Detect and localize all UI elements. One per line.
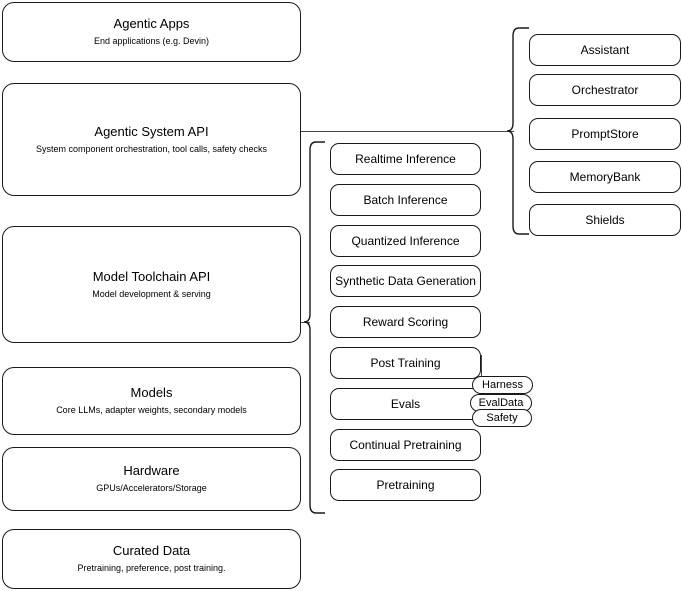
toolchain-component-label: Synthetic Data Generation xyxy=(335,273,476,288)
stack-layer-hardware[interactable]: Hardware GPUs/Accelerators/Storage xyxy=(2,447,301,511)
toolchain-component-label: Batch Inference xyxy=(363,192,448,207)
system-component-shields[interactable]: Shields xyxy=(529,204,681,236)
toolchain-component-evals[interactable]: Evals xyxy=(330,388,481,420)
eval-pill-harness[interactable]: Harness xyxy=(472,376,533,394)
stack-layer-subtitle: Pretraining, preference, post training. xyxy=(77,563,226,573)
toolchain-component-post-training[interactable]: Post Training xyxy=(330,347,481,379)
toolchain-component-continual-pretraining[interactable]: Continual Pretraining xyxy=(330,429,481,461)
toolchain-component-label: Post Training xyxy=(370,355,441,370)
toolchain-component-quantized-inference[interactable]: Quantized Inference xyxy=(330,225,481,257)
system-component-promptstore[interactable]: PromptStore xyxy=(529,118,681,150)
system-components-bracket xyxy=(506,27,529,235)
toolchain-component-batch-inference[interactable]: Batch Inference xyxy=(330,184,481,216)
stack-layer-agentic-apps[interactable]: Agentic Apps End applications (e.g. Devi… xyxy=(2,2,301,62)
system-component-label: PromptStore xyxy=(571,126,639,141)
system-component-memorybank[interactable]: MemoryBank xyxy=(529,161,681,193)
stack-layer-subtitle: Core LLMs, adapter weights, secondary mo… xyxy=(56,405,247,415)
stack-layer-title: Hardware xyxy=(123,463,180,478)
stack-layer-curated-data[interactable]: Curated Data Pretraining, preference, po… xyxy=(2,529,301,589)
toolchain-component-reward-scoring[interactable]: Reward Scoring xyxy=(330,306,481,338)
stack-layer-title: Agentic System API xyxy=(94,123,209,139)
toolchain-component-label: Evals xyxy=(390,396,421,411)
stack-layer-title: Curated Data xyxy=(112,543,191,558)
connector-system-api-to-components xyxy=(301,131,514,132)
stack-layer-model-toolchain-api[interactable]: Model Toolchain API Model development & … xyxy=(2,226,301,343)
eval-pill-safety[interactable]: Safety xyxy=(472,409,532,427)
toolchain-component-label: Realtime Inference xyxy=(355,151,456,166)
stack-layer-models[interactable]: Models Core LLMs, adapter weights, secon… xyxy=(2,367,301,435)
stack-layer-title: Model Toolchain API xyxy=(92,268,211,284)
stack-layer-subtitle: Model development & serving xyxy=(92,288,211,299)
stack-layer-subtitle: GPUs/Accelerators/Storage xyxy=(96,483,207,493)
system-component-label: Orchestrator xyxy=(571,82,639,97)
stack-layer-subtitle: End applications (e.g. Devin) xyxy=(93,36,210,46)
system-component-label: Shields xyxy=(585,212,625,227)
stack-layer-subtitle: System component orchestration, tool cal… xyxy=(35,143,268,154)
toolchain-component-label: Quantized Inference xyxy=(351,233,460,248)
toolchain-components-bracket xyxy=(303,141,325,514)
toolchain-component-realtime-inference[interactable]: Realtime Inference xyxy=(330,143,481,175)
stack-layer-agentic-system-api[interactable]: Agentic System API System component orch… xyxy=(2,83,301,196)
system-component-orchestrator[interactable]: Orchestrator xyxy=(529,74,681,106)
connector-evals-vertical xyxy=(481,355,482,379)
eval-pill-label: Harness xyxy=(482,378,523,391)
eval-pill-label: EvalData xyxy=(478,396,524,409)
toolchain-component-synthetic-data-generation[interactable]: Synthetic Data Generation xyxy=(330,265,481,297)
toolchain-component-pretraining[interactable]: Pretraining xyxy=(330,469,481,501)
eval-pill-label: Safety xyxy=(486,411,518,424)
system-component-label: MemoryBank xyxy=(569,169,641,184)
stack-layer-title: Models xyxy=(130,385,173,400)
system-component-label: Assistant xyxy=(580,42,630,57)
stack-layer-title: Agentic Apps xyxy=(113,16,190,31)
toolchain-component-label: Pretraining xyxy=(376,477,435,492)
toolchain-component-label: Reward Scoring xyxy=(362,314,449,329)
system-component-assistant[interactable]: Assistant xyxy=(529,34,681,66)
toolchain-component-label: Continual Pretraining xyxy=(349,437,462,452)
